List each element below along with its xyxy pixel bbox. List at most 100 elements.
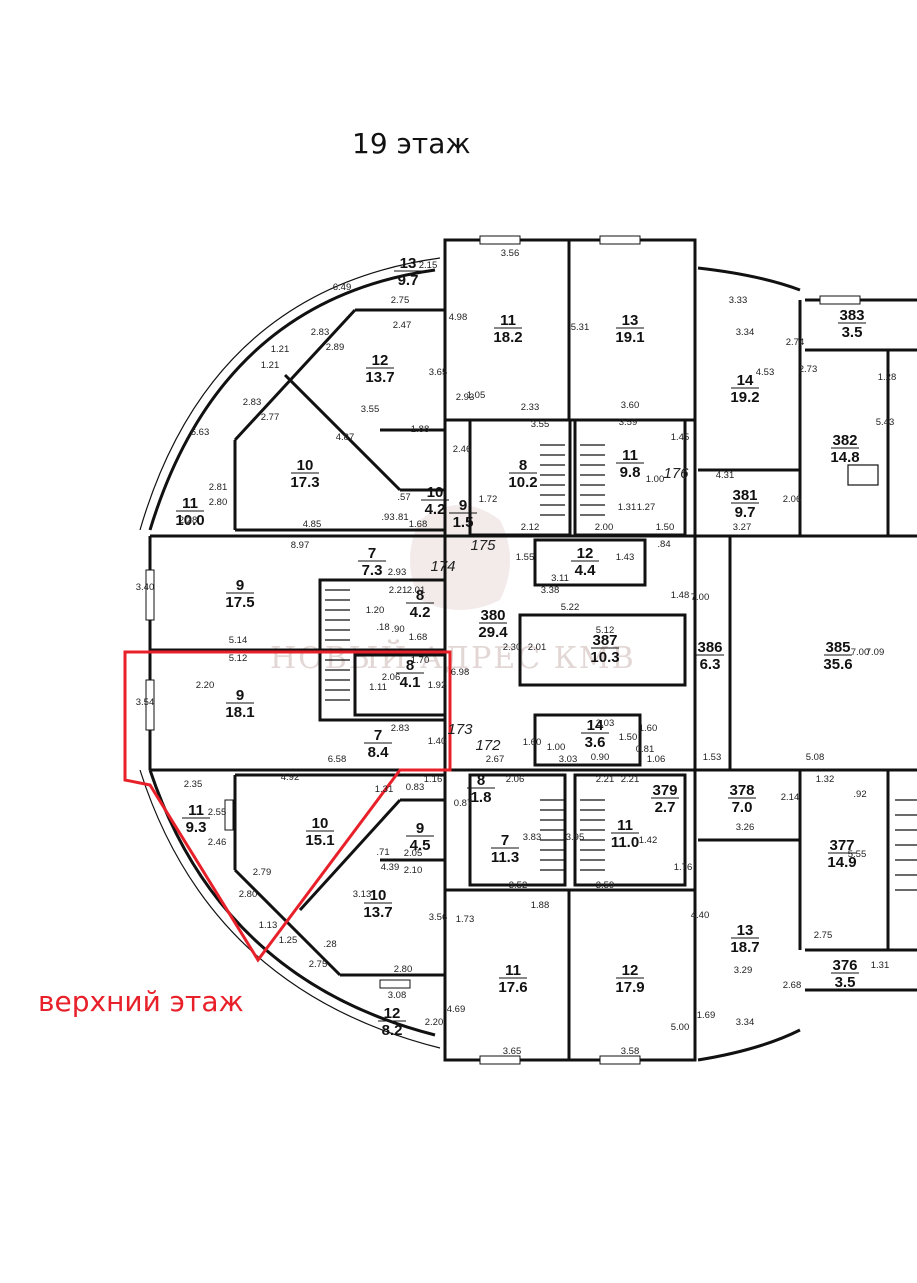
dimension-label: 2.21 [596, 774, 615, 785]
room-number: 7 [374, 727, 382, 744]
dimension-label: 3.38 [541, 585, 560, 596]
room-number: 11 [500, 312, 516, 329]
room-number: 13 [737, 922, 754, 939]
room-number: 377 [829, 837, 854, 854]
dimension-label: 2.83 [391, 723, 410, 734]
dimension-label: 1.11 [369, 682, 387, 693]
room-area: 4.4 [575, 562, 597, 579]
room-area: 9.3 [186, 819, 207, 836]
dimension-label: .81 [395, 512, 408, 523]
dimension-label: 2.73 [799, 364, 818, 375]
room-number: 385 [825, 639, 850, 656]
dimension-label: .18 [376, 622, 389, 633]
dimension-label: 2.75 [309, 959, 328, 970]
outer-arc [148, 268, 436, 531]
room-number: 383 [839, 307, 864, 324]
dimension-label: 2.06 [382, 672, 401, 683]
room-area: 18.1 [225, 704, 254, 721]
dimension-label: 2.67 [486, 754, 505, 765]
room-number: 11 [617, 817, 633, 834]
dimension-label: 3.55 [361, 404, 380, 415]
room-area: 18.2 [493, 329, 522, 346]
dimension-label: 1.25 [279, 935, 298, 946]
room-area: 10.3 [590, 649, 619, 666]
dimension-label: 3.55 [531, 419, 550, 430]
room-number: 10 [427, 484, 444, 501]
room-number: 381 [732, 487, 757, 504]
dimension-label: 3.95 [566, 832, 585, 843]
dimension-label: 3.26 [736, 822, 755, 833]
dimension-label: 5.55 [848, 849, 867, 860]
dimension-label: 2.20 [425, 1017, 444, 1028]
dimension-label: 2.75 [814, 930, 833, 941]
dimension-label: 1.00 [547, 742, 566, 753]
dimension-label: 2.46 [453, 444, 472, 455]
dimension-label: 2.93 [388, 567, 407, 578]
room-number: 8 [416, 587, 424, 604]
dimension-label: 1.60 [523, 737, 542, 748]
dimension-label: 1.48 [671, 590, 690, 601]
room-area: 9.8 [620, 464, 641, 481]
dimension-label: 7.09 [866, 647, 885, 658]
dimension-label: 5.12 [596, 625, 615, 636]
dimension-label: .28 [323, 939, 336, 950]
room-number: 9 [236, 687, 244, 704]
room-number: 382 [832, 432, 857, 449]
dimension-label: 1.31 [871, 960, 890, 971]
dimension-label: 2.03 [596, 718, 615, 729]
room-number: 11 [188, 802, 204, 819]
room-number: 7 [368, 545, 376, 562]
dimension-label: 5.12 [229, 653, 248, 664]
room-number: 12 [384, 1005, 401, 1022]
room-number: 11 [505, 962, 521, 979]
dimension-label: 1.88 [531, 900, 550, 911]
dimension-label: 6.49 [333, 282, 352, 293]
room-area: 8.4 [368, 744, 390, 761]
dimension-label: 2.79 [253, 867, 272, 878]
dimension-label: 4.87 [336, 432, 355, 443]
dimension-label: 6.58 [328, 754, 347, 765]
dimension-label: 3.59 [596, 880, 615, 891]
dimension-label: 1.92 [428, 680, 447, 691]
room-number: 8 [406, 657, 414, 674]
dimension-label: 2.15 [419, 260, 438, 271]
dimension-label: 5.22 [561, 602, 580, 613]
dimension-label: 4.69 [447, 1004, 466, 1015]
room-area: 11.3 [491, 849, 519, 866]
room-area: 3.5 [842, 324, 863, 341]
dimension-label: 2.30 [503, 642, 522, 653]
dimension-label: 1.21 [261, 360, 280, 371]
dimension-label: 0.87 [454, 798, 473, 809]
dimension-label: 5.43 [876, 417, 895, 428]
dimension-label: 2.28 [179, 515, 198, 526]
dimension-label: 1.43 [616, 552, 635, 563]
dimension-label: 2.21 [389, 585, 408, 596]
room-number: 386 [697, 639, 722, 656]
room-number: 8 [519, 457, 527, 474]
room-number: 12 [577, 545, 594, 562]
dimension-label: 0.83 [406, 782, 425, 793]
dimension-label: 1.45 [671, 432, 690, 443]
room-area: 19.1 [615, 329, 644, 346]
room-area: 10.2 [508, 474, 537, 491]
room-area: 11.0 [611, 834, 639, 851]
dimension-label: 1.69 [697, 1010, 716, 1021]
dimension-label: 1.21 [271, 344, 290, 355]
room-area: 17.9 [615, 979, 644, 996]
dimension-label: 3.13 [353, 889, 372, 900]
dimension-label: 2.80 [239, 889, 258, 900]
dimension-label: 1.31 [618, 502, 637, 513]
room-number: 12 [622, 962, 639, 979]
room-area: 13.7 [363, 904, 392, 921]
dimension-label: 1.06 [647, 754, 666, 765]
room-area: 17.3 [290, 474, 319, 491]
room-area: 9.7 [735, 504, 756, 521]
room-area: 8.2 [382, 1022, 403, 1039]
room-number: 10 [312, 815, 329, 832]
room-area: 1.5 [453, 514, 474, 531]
dimension-label: 2.80 [209, 497, 228, 508]
dimension-label: 2.14 [781, 792, 800, 803]
dimension-label: 2.46 [208, 837, 227, 848]
dimension-label: 2.83 [311, 327, 330, 338]
